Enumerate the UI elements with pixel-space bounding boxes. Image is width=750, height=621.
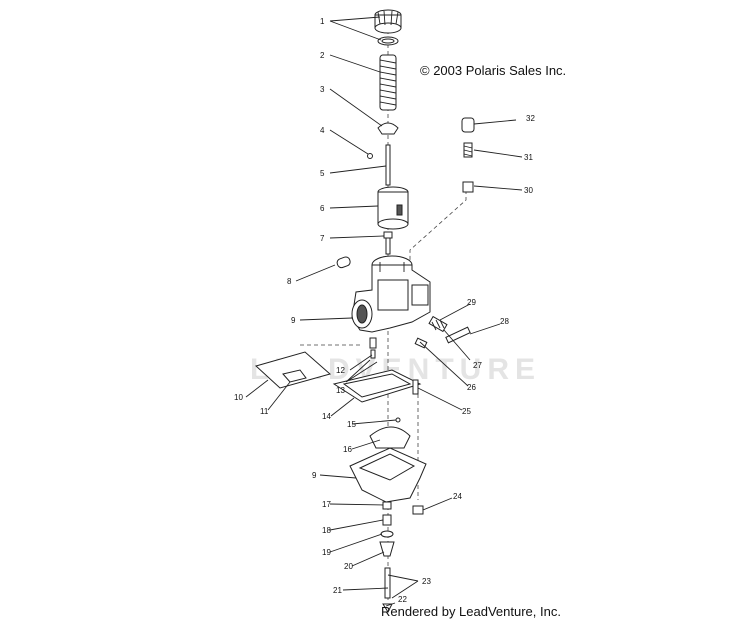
callout-3: 3 — [320, 85, 325, 94]
callout-9: 9 — [291, 316, 296, 325]
callout-5: 5 — [320, 169, 325, 178]
part-main-jets — [369, 337, 377, 359]
callout-30: 30 — [524, 186, 533, 195]
part-cap — [374, 9, 402, 46]
callout-2: 2 — [320, 51, 325, 60]
callout-22: 22 — [398, 595, 407, 604]
callout-20: 20 — [344, 562, 353, 571]
part-e-clip — [367, 153, 373, 159]
callout-15: 15 — [347, 420, 356, 429]
callout-17: 17 — [322, 500, 331, 509]
leader-lines — [245, 16, 523, 607]
part-jet-needle — [385, 144, 391, 186]
callout-13: 13 — [336, 386, 345, 395]
part-bolt — [412, 505, 424, 515]
part-cap-22 — [382, 603, 393, 614]
callout-27: 27 — [473, 361, 482, 370]
part-drain-tube — [384, 567, 391, 599]
callout-23: 23 — [422, 577, 431, 586]
part-needle-jet — [383, 231, 393, 255]
part-idle-screw-assembly — [414, 315, 471, 349]
callout-18: 18 — [322, 526, 331, 535]
part-float-bowl — [349, 447, 427, 503]
part-bowl-gasket-inner — [342, 373, 412, 398]
callout-11: 11 — [260, 407, 269, 416]
callout-1: 1 — [320, 17, 325, 26]
callout-29: 29 — [467, 298, 476, 307]
part-plate — [282, 369, 307, 383]
part-drain-assembly — [379, 501, 395, 557]
callout-10: 10 — [234, 393, 243, 402]
render-credit: Rendered by LeadVenture, Inc. — [381, 604, 561, 619]
callout-24: 24 — [453, 492, 462, 501]
callout-9b: 9 — [312, 471, 317, 480]
part-plug — [336, 256, 351, 269]
callout-labels: 1 2 3 4 5 6 7 8 9 9 10 11 12 13 14 15 16… — [234, 17, 535, 604]
callout-8: 8 — [287, 277, 292, 286]
callout-25: 25 — [462, 407, 471, 416]
part-pilot-assembly — [461, 117, 475, 193]
part-float-pin — [395, 417, 401, 423]
callout-32: 32 — [526, 114, 535, 123]
callout-16: 16 — [343, 445, 352, 454]
copyright-notice: © 2003 Polaris Sales Inc. — [420, 63, 567, 78]
part-spring — [379, 54, 397, 111]
callout-31: 31 — [524, 153, 533, 162]
pilot-axis — [409, 190, 467, 265]
callout-26: 26 — [467, 383, 476, 392]
callout-7: 7 — [320, 234, 325, 243]
part-throttle-slide — [377, 186, 409, 230]
part-float — [369, 426, 411, 449]
callout-14: 14 — [322, 412, 331, 421]
part-retainer-plate — [377, 122, 399, 135]
part-gasket-sheet — [255, 351, 332, 389]
part-carburetor-body — [351, 255, 431, 333]
callout-28: 28 — [500, 317, 509, 326]
callout-12: 12 — [336, 366, 345, 375]
callout-6: 6 — [320, 204, 325, 213]
callout-21: 21 — [333, 586, 342, 595]
callout-4: 4 — [320, 126, 325, 135]
part-screw — [412, 379, 419, 395]
callout-19: 19 — [322, 548, 331, 557]
